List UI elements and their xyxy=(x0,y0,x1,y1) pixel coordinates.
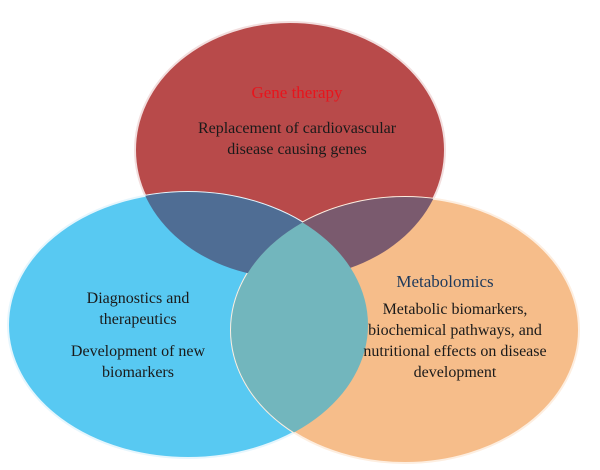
metabolomics-line-2: biochemical pathways, and xyxy=(368,322,542,339)
overlap-diagnostics-metabolomics xyxy=(231,197,368,458)
metabolomics-line-1: Metabolic biomarkers, xyxy=(383,301,528,318)
gene-therapy-line-2: disease causing genes xyxy=(227,141,367,158)
metabolomics-line-4: development xyxy=(414,364,497,381)
diagnostics-line-2: therapeutics xyxy=(99,311,176,328)
gene-therapy-title: Gene therapy xyxy=(251,83,343,102)
diagnostics-line-1: Diagnostics and xyxy=(87,290,190,307)
gene-therapy-line-1: Replacement of cardiovascular xyxy=(198,120,397,137)
diagnostics-line-3: Development of new xyxy=(71,343,206,360)
metabolomics-title: Metabolomics xyxy=(396,272,493,291)
diagnostics-line-4: biomarkers xyxy=(102,364,174,381)
metabolomics-line-3: nutritional effects on disease xyxy=(363,343,546,360)
